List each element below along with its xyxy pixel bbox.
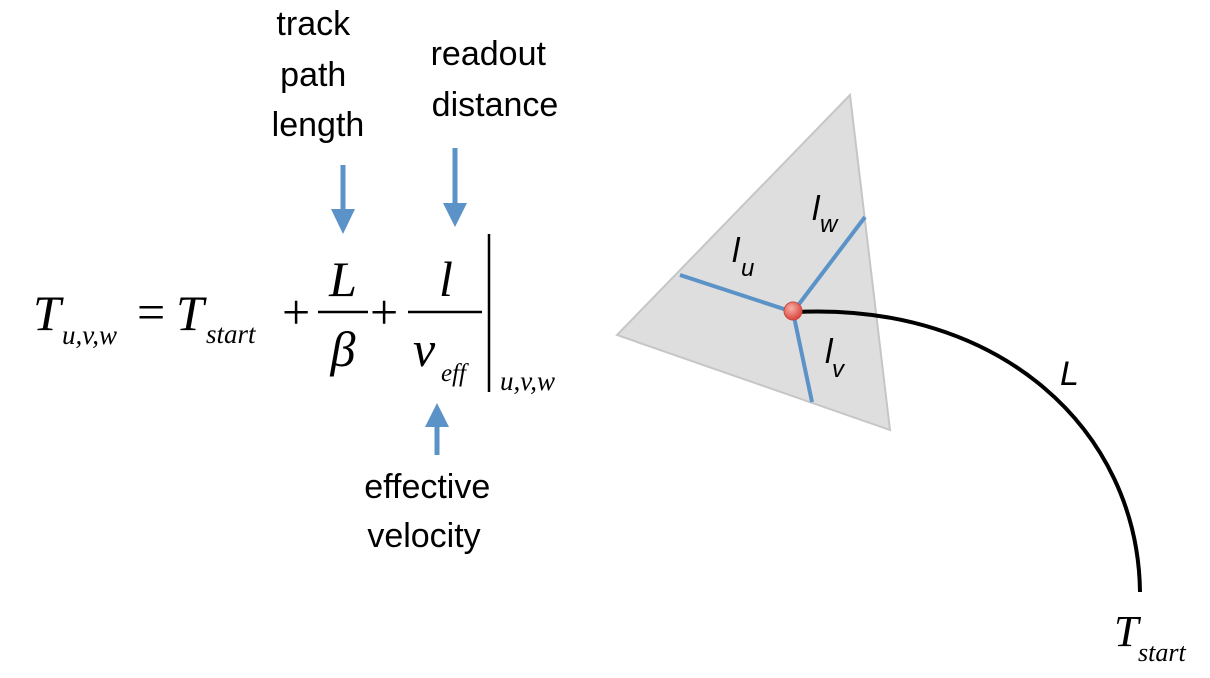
svg-text:l: l [825,333,834,371]
track-length-label: L [1060,355,1079,393]
wire-u-label: l u [732,232,754,282]
hit-point [783,301,803,321]
t-start-label: T start [1114,607,1186,667]
wire-w [791,215,867,314]
svg-text:v: v [832,356,846,383]
eq-frac1-numerator: L [328,251,357,307]
eq-equals: = [137,284,165,340]
arrow-down-icon [443,148,467,227]
wire-u [679,273,794,314]
svg-text:start: start [1138,638,1186,667]
wire-v-label: l v [825,333,846,383]
readout-distance-label: readout distance [431,35,559,124]
svg-text:u: u [741,255,754,282]
track-path-length-label: track path length [272,5,365,144]
svg-text:w: w [820,211,839,238]
eq-lhs-subscript: u,v,w [62,320,117,350]
eq-frac2-numerator: l [439,251,453,307]
eq-plus-2: + [370,284,398,340]
svg-text:T: T [1114,607,1142,656]
arrow-up-icon [425,403,449,455]
wire-v [791,311,814,403]
wire-w-label: l w [812,190,839,238]
equation: T u,v,w = T start + L β + l v eff u,v,w [33,234,555,396]
particle-track [794,309,1142,593]
eq-rhs-subscript: start [206,319,257,349]
detector-triangle [615,92,892,432]
effective-velocity-label: effective velocity [364,468,499,555]
eq-frac2-denominator-subscript: eff [441,360,469,387]
svg-text:l: l [812,190,821,228]
eq-plus-1: + [282,284,310,340]
eq-frac1-denominator: β [330,321,356,377]
eq-frac2-denominator: v [413,321,436,377]
eq-rhs-T: T [176,285,207,341]
svg-text:l: l [732,232,741,270]
eq-lhs-T: T [33,285,64,341]
arrow-down-icon [331,165,355,234]
eq-evaluation-subscript: u,v,w [500,366,555,396]
